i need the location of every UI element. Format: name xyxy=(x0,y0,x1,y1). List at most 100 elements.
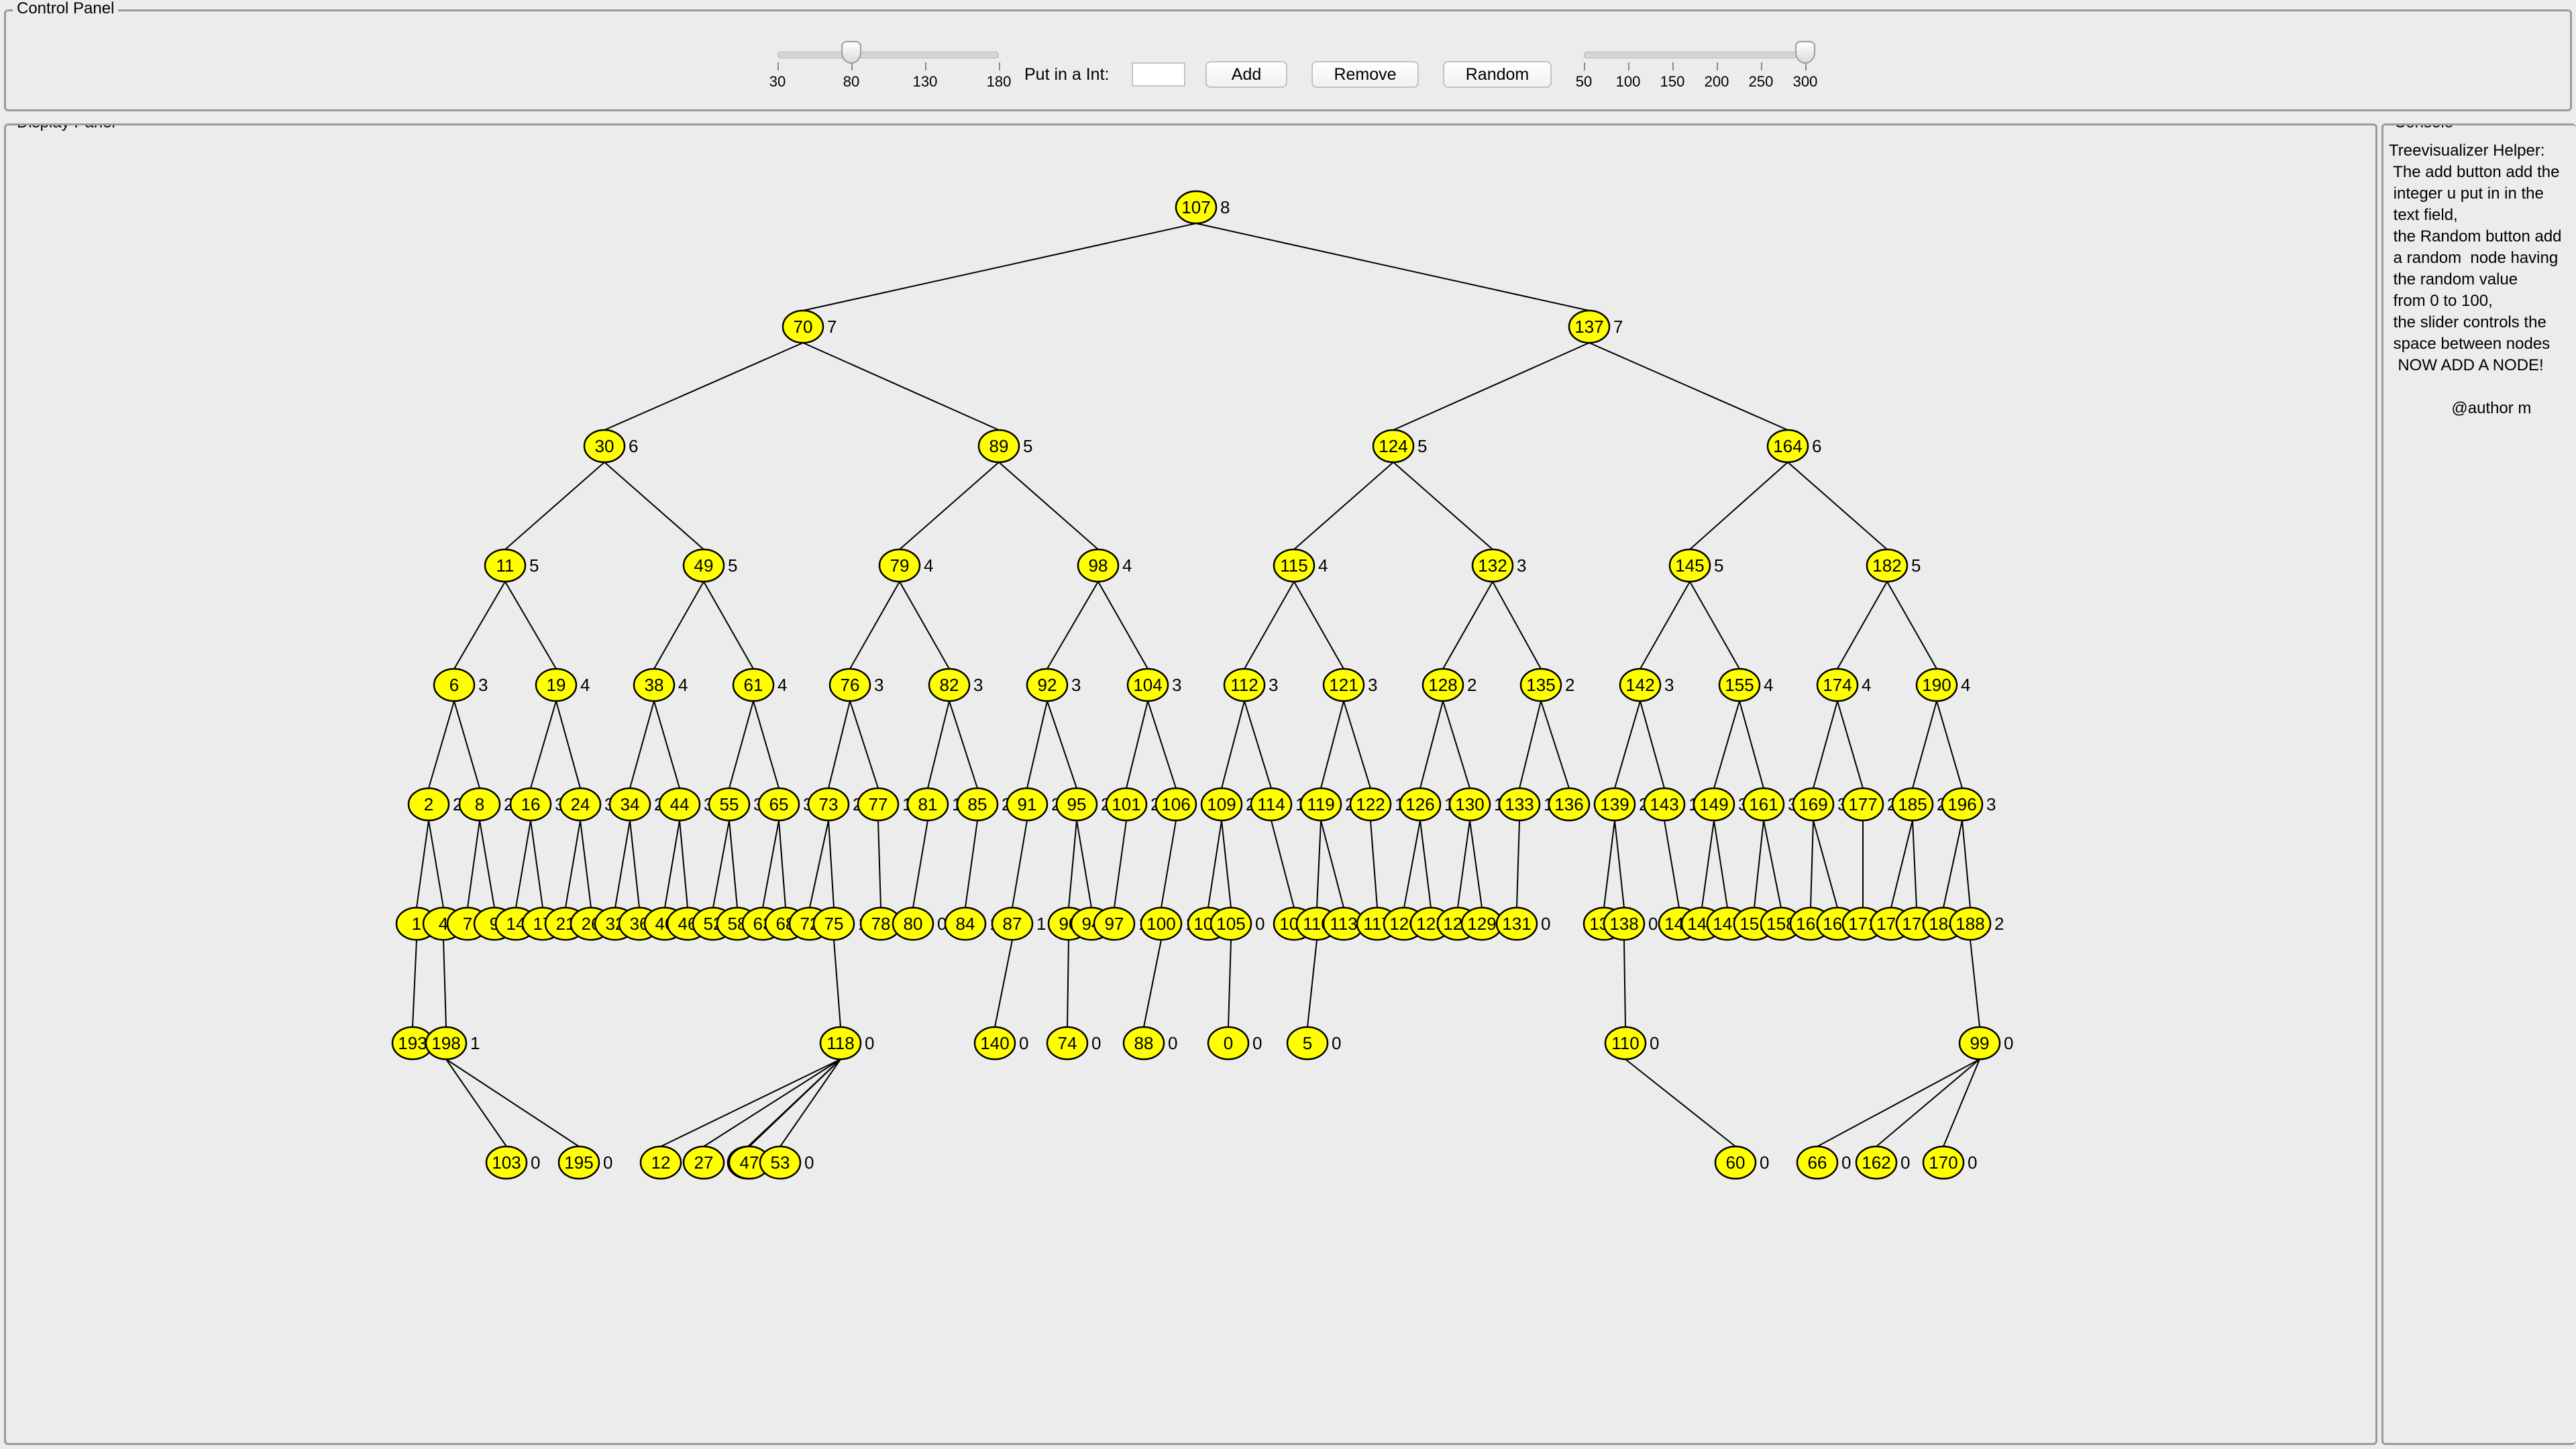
tree-node-oval[interactable] xyxy=(819,1026,862,1061)
node-size-slider-track[interactable] xyxy=(777,52,999,58)
node-size-slider-thumb[interactable] xyxy=(841,41,861,64)
tree-node[interactable]: 952 xyxy=(1055,787,1110,822)
tree-node-oval[interactable] xyxy=(407,787,450,822)
node-size-slider[interactable]: 30 80 130 180 xyxy=(769,32,1011,99)
tree-node[interactable]: 1772 xyxy=(1841,787,1896,822)
tree-node-oval[interactable] xyxy=(1915,667,1958,702)
tree-node-oval[interactable] xyxy=(1841,787,1884,822)
tree-node-oval[interactable] xyxy=(1471,548,1514,583)
tree-node-oval[interactable] xyxy=(608,787,651,822)
tree-node-oval[interactable] xyxy=(1519,667,1562,702)
tree-node-oval[interactable] xyxy=(658,787,701,822)
tree-node-oval[interactable] xyxy=(1593,787,1636,822)
tree-node[interactable]: 1092 xyxy=(1200,787,1255,822)
tree-node[interactable]: 653 xyxy=(757,787,812,822)
tree-node-oval[interactable] xyxy=(557,1145,600,1180)
tree-node-oval[interactable] xyxy=(1766,429,1809,464)
tree-node-oval[interactable] xyxy=(973,1026,1016,1061)
tree-node-oval[interactable] xyxy=(583,429,626,464)
tree-node-oval[interactable] xyxy=(1273,548,1316,583)
tree-node-oval[interactable] xyxy=(708,787,751,822)
tree-node-oval[interactable] xyxy=(828,667,871,702)
tree-node-oval[interactable] xyxy=(1077,548,1120,583)
tree-node-oval[interactable] xyxy=(1604,1026,1647,1061)
tree-node-oval[interactable] xyxy=(1055,787,1098,822)
tree-node-oval[interactable] xyxy=(759,1145,802,1180)
tree-node-oval[interactable] xyxy=(1792,787,1835,822)
tree-node-oval[interactable] xyxy=(509,787,552,822)
tree-node-oval[interactable] xyxy=(682,1145,725,1180)
tree-node-oval[interactable] xyxy=(1349,787,1392,822)
tree-node-oval[interactable] xyxy=(1498,787,1541,822)
tree-node-oval[interactable] xyxy=(1210,906,1252,941)
tree-node-oval[interactable] xyxy=(458,787,501,822)
tree-node-oval[interactable] xyxy=(1958,1026,2001,1061)
tree-node-oval[interactable] xyxy=(1250,787,1293,822)
tree-node-oval[interactable] xyxy=(1105,787,1148,822)
tree-node-oval[interactable] xyxy=(1742,787,1785,822)
tree-node-oval[interactable] xyxy=(1286,1026,1329,1061)
tree-node-oval[interactable] xyxy=(425,1026,468,1061)
tree-node-oval[interactable] xyxy=(633,667,676,702)
tree-node[interactable]: 1012 xyxy=(1105,787,1160,822)
tree-node-oval[interactable] xyxy=(944,906,987,941)
tree-node-oval[interactable] xyxy=(1922,1145,1965,1180)
tree-node-oval[interactable] xyxy=(1322,667,1365,702)
tree-node-oval[interactable] xyxy=(991,906,1034,941)
tree-node[interactable]: 1493 xyxy=(1693,787,1748,822)
tree-node-oval[interactable] xyxy=(1619,667,1662,702)
tree-node-oval[interactable] xyxy=(682,548,725,583)
tree-node-oval[interactable] xyxy=(782,309,824,344)
tree-node-oval[interactable] xyxy=(1568,309,1611,344)
tree-node-oval[interactable] xyxy=(639,1145,682,1180)
tree-node-oval[interactable] xyxy=(1046,1026,1089,1061)
tree-node-oval[interactable] xyxy=(433,667,476,702)
tree-node-oval[interactable] xyxy=(1941,787,1984,822)
add-button[interactable]: Add xyxy=(1205,61,1287,88)
tree-node-oval[interactable] xyxy=(892,906,934,941)
node-spacing-slider-thumb[interactable] xyxy=(1795,41,1815,64)
tree-node-oval[interactable] xyxy=(1548,787,1591,822)
tree-node-oval[interactable] xyxy=(1421,667,1464,702)
tree-node-oval[interactable] xyxy=(1816,667,1859,702)
tree-node-oval[interactable] xyxy=(956,787,999,822)
tree-node-oval[interactable] xyxy=(757,787,800,822)
tree-node-oval[interactable] xyxy=(1140,906,1183,941)
